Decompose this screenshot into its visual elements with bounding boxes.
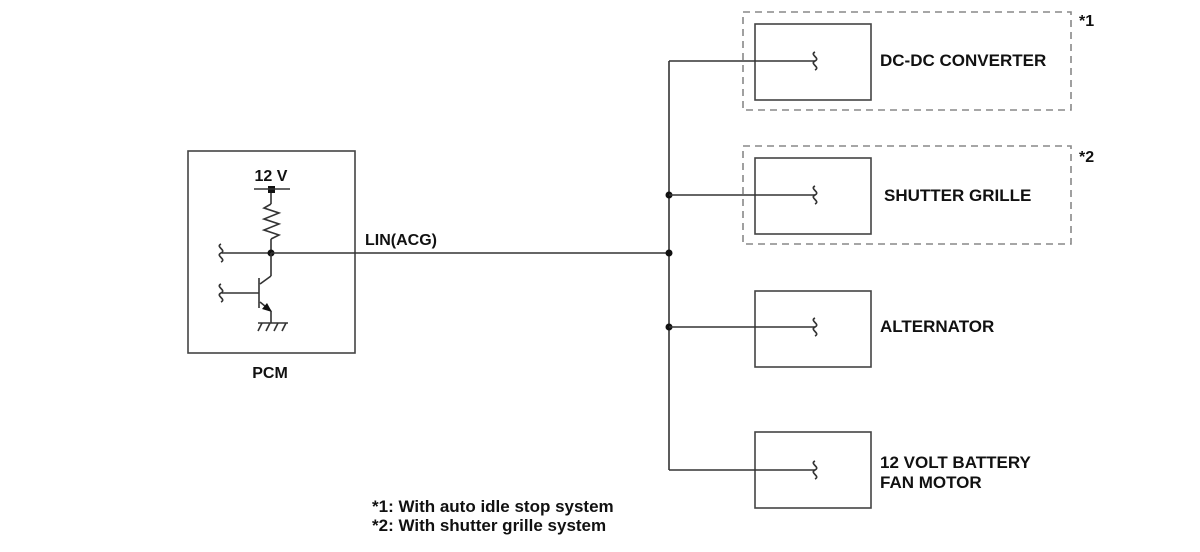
pcm-unit: 12 V PCM xyxy=(187,150,356,382)
pcm-label: PCM xyxy=(252,365,288,382)
lin-label: LIN(ACG) xyxy=(365,232,437,249)
junction-main xyxy=(665,249,673,257)
fan-motor-break-symbol xyxy=(812,460,818,480)
ground-hatch-2 xyxy=(265,322,271,332)
lin-bus: LIN(ACG) xyxy=(271,61,673,470)
ground-hatch-3 xyxy=(273,322,279,332)
dc-dc-break-symbol xyxy=(812,51,818,71)
emitter-arrow xyxy=(262,303,272,312)
module-dc-dc-converter: DC-DC CONVERTER *1 xyxy=(669,11,1094,111)
optional-outline-1 xyxy=(742,11,1072,111)
shutter-break-symbol xyxy=(812,185,818,205)
ground-hatch-4 xyxy=(281,322,287,332)
footnote-1: *1: With auto idle stop system xyxy=(372,497,614,516)
alternator-label: ALTERNATOR xyxy=(880,317,994,336)
note-marker-2: *2 xyxy=(1079,149,1094,166)
fan-motor-label-line1: 12 VOLT BATTERY xyxy=(880,453,1031,472)
module-alternator: ALTERNATOR xyxy=(669,290,994,368)
ground-hatch-1 xyxy=(257,322,263,332)
alternator-break-symbol xyxy=(812,317,818,337)
footnotes: *1: With auto idle stop system *2: With … xyxy=(372,497,614,535)
module-battery-fan-motor: 12 VOLT BATTERY FAN MOTOR xyxy=(669,431,1031,509)
supply-voltage-label: 12 V xyxy=(255,168,288,185)
module-shutter-grille: SHUTTER GRILLE *2 xyxy=(669,145,1094,245)
pull-up-resistor xyxy=(261,203,282,240)
optional-outline-2 xyxy=(742,145,1072,245)
shutter-label: SHUTTER GRILLE xyxy=(884,186,1031,205)
note-marker-1: *1 xyxy=(1079,13,1094,30)
collector xyxy=(259,275,272,285)
dc-dc-label: DC-DC CONVERTER xyxy=(880,51,1046,70)
footnote-2: *2: With shutter grille system xyxy=(372,516,606,535)
fan-motor-label-line2: FAN MOTOR xyxy=(880,473,982,492)
pcm-break-symbol-bottom xyxy=(218,283,224,303)
pcm-break-symbol-top xyxy=(218,243,224,263)
